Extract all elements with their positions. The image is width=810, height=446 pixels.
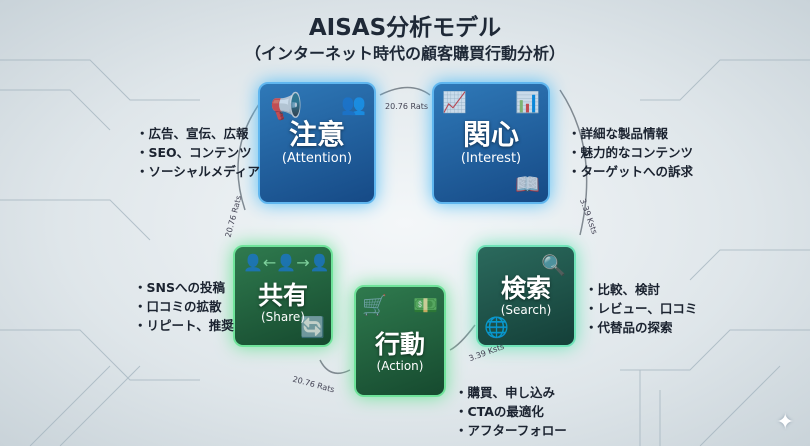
stage-attention: 📢 👥 注意 (Attention) — [258, 82, 376, 204]
stage-search: 🔍 🌐 検索 (Search) — [476, 245, 576, 347]
bullet: ・SEO、コンテンツ — [136, 145, 252, 160]
stage-subtitle: (Attention) — [281, 150, 353, 166]
page-title: AISAS分析モデル — [308, 15, 502, 41]
stage-action: 🛒 💵 行動 (Action) — [354, 285, 446, 397]
sparkle-icon: ✦ — [776, 410, 795, 435]
book-icon: 📖 — [515, 172, 540, 196]
bullet: ・ソーシャルメディア — [136, 164, 260, 179]
share-network-icon: 👤←👤→👤 — [243, 253, 330, 272]
stage-subtitle: (Search) — [500, 302, 552, 317]
stage-subtitle: (Interest) — [460, 150, 522, 166]
bullet: ・詳細な製品情報 — [568, 126, 669, 141]
stage-subtitle: (Share) — [261, 309, 305, 324]
stage-title: 共有 — [257, 281, 308, 311]
action-bullets: ・購買、申し込み ・CTAの最適化 ・アフターフォロー — [455, 383, 567, 440]
page-subtitle: （インターネット時代の顧客購買行動分析） — [244, 44, 565, 63]
search-icon: 🔍 — [541, 253, 566, 277]
shopping-cart-icon: 🛒 — [362, 293, 387, 317]
bullet: ・比較、検討 — [585, 282, 661, 297]
chart-growth-icon: 📈 — [442, 90, 467, 114]
interest-bullets: ・詳細な製品情報 ・魅力的なコンテンツ ・ターゲットへの訴求 — [568, 124, 693, 181]
search-bullets: ・比較、検討 ・レビュー、口コミ ・代替品の探索 — [585, 280, 697, 337]
stage-interest: 📈 📊 📖 関心 (Interest) — [432, 82, 550, 204]
bullet: ・代替品の探索 — [585, 320, 673, 335]
bullet: ・ターゲットへの訴求 — [568, 164, 694, 179]
bullet: ・レビュー、口コミ — [585, 301, 698, 316]
globe-icon: 🌐 — [484, 315, 509, 339]
attention-bullets: ・広告、宣伝、広報 ・SEO、コンテンツ ・ソーシャルメディア — [136, 124, 260, 181]
flow-label: 20.76 Rats — [385, 102, 429, 111]
bullet: ・広告、宣伝、広報 — [136, 126, 249, 141]
bullet: ・SNSへの投稿 — [134, 280, 225, 295]
bullet: ・口コミの拡散 — [134, 299, 222, 314]
bullet: ・魅力的なコンテンツ — [568, 145, 694, 160]
bullet: ・リピート、推奨 — [134, 318, 234, 333]
people-icon: 👥 — [341, 92, 366, 116]
stage-title: 注意 — [288, 118, 345, 152]
bullet: ・アフターフォロー — [455, 423, 567, 438]
stage-title: 行動 — [374, 330, 425, 360]
bar-chart-icon: 📊 — [515, 90, 540, 114]
stage-title: 検索 — [500, 274, 551, 304]
bullet: ・購買、申し込み — [455, 385, 556, 400]
share-bullets: ・SNSへの投稿 ・口コミの拡散 ・リピート、推奨 — [134, 278, 234, 335]
stage-subtitle: (Action) — [376, 358, 424, 373]
stage-share: 👤←👤→👤 🔄 共有 (Share) — [233, 245, 333, 347]
money-icon: 💵 — [413, 293, 438, 317]
refresh-icon: 🔄 — [300, 315, 325, 339]
megaphone-icon: 📢 — [270, 92, 303, 122]
bullet: ・CTAの最適化 — [455, 404, 544, 419]
stage-title: 関心 — [462, 118, 519, 152]
